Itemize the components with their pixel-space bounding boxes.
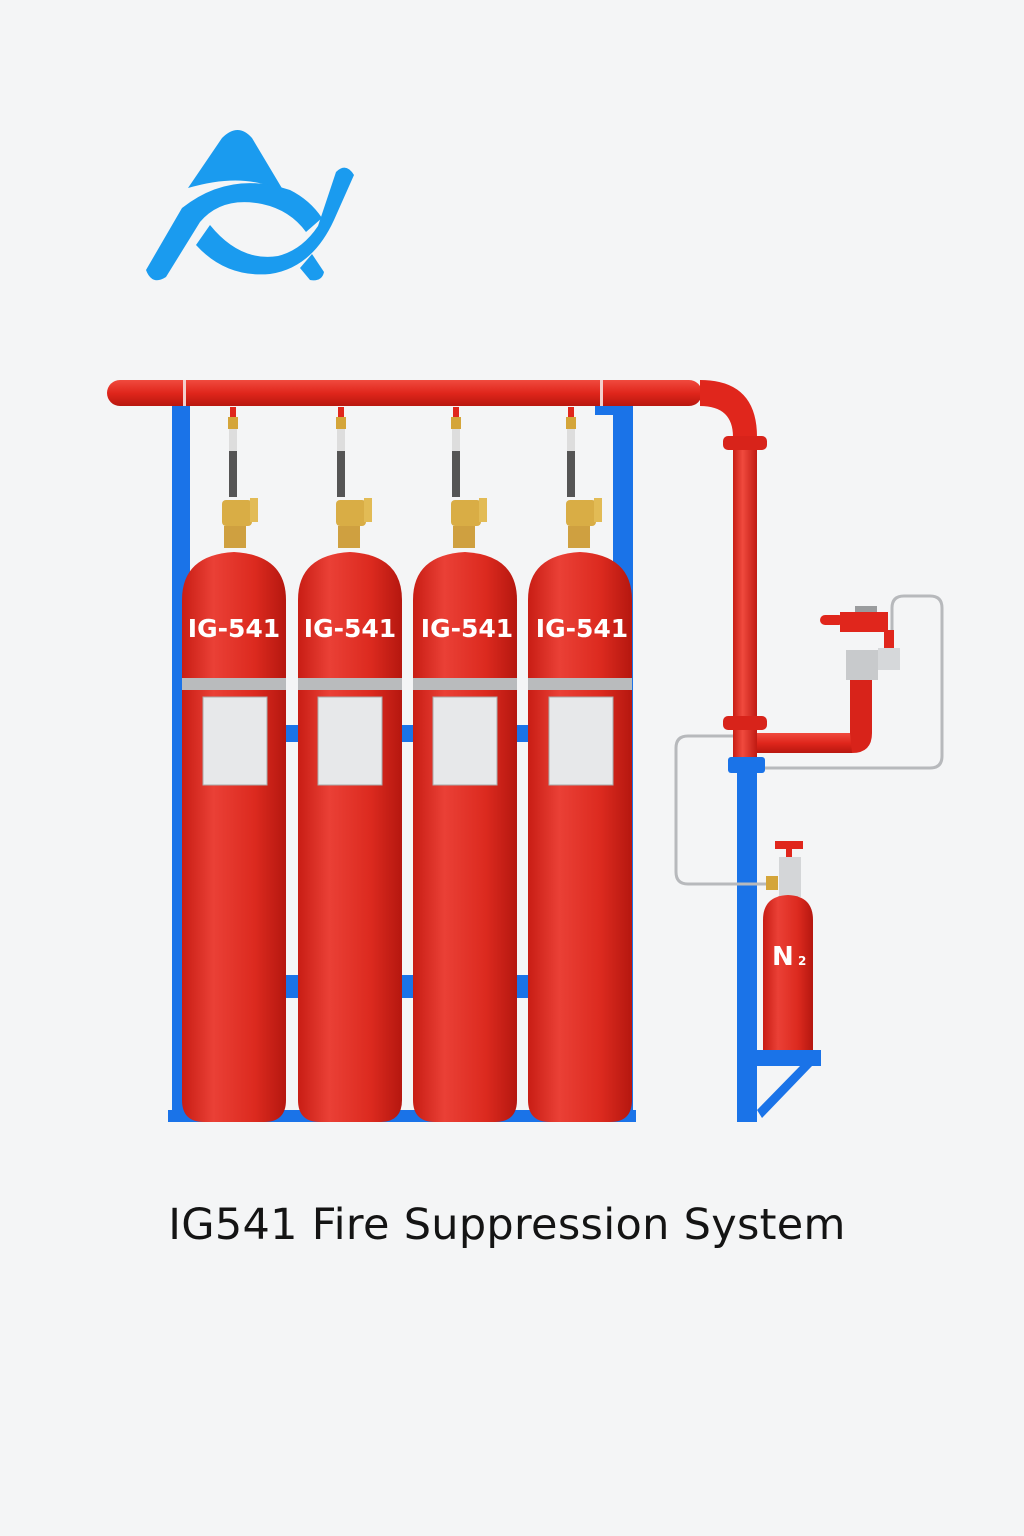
- cylinder-label: IG-541: [536, 614, 628, 643]
- agent-cylinder: IG-541: [298, 407, 402, 1122]
- manifold-pipe: [107, 380, 872, 757]
- actuation-tubing: [674, 594, 944, 886]
- n2-label: N: [772, 942, 794, 972]
- page-title: IG541 Fire Suppression System: [168, 1200, 846, 1250]
- cylinder-label: IG-541: [188, 614, 280, 643]
- logo: [146, 130, 354, 281]
- cylinder-label: IG-541: [304, 614, 396, 643]
- agent-cylinder: IG-541: [182, 407, 286, 1122]
- cylinder-label: IG-541: [421, 614, 513, 643]
- agent-cylinders: IG-541 IG-541 IG-541: [182, 407, 632, 1122]
- agent-cylinder: IG-541: [528, 407, 632, 1122]
- selector-valve: [820, 606, 900, 680]
- n2-subscript: 2: [798, 954, 806, 968]
- n2-pilot-cylinder: N 2: [763, 841, 813, 1050]
- agent-cylinder: IG-541: [413, 407, 517, 1122]
